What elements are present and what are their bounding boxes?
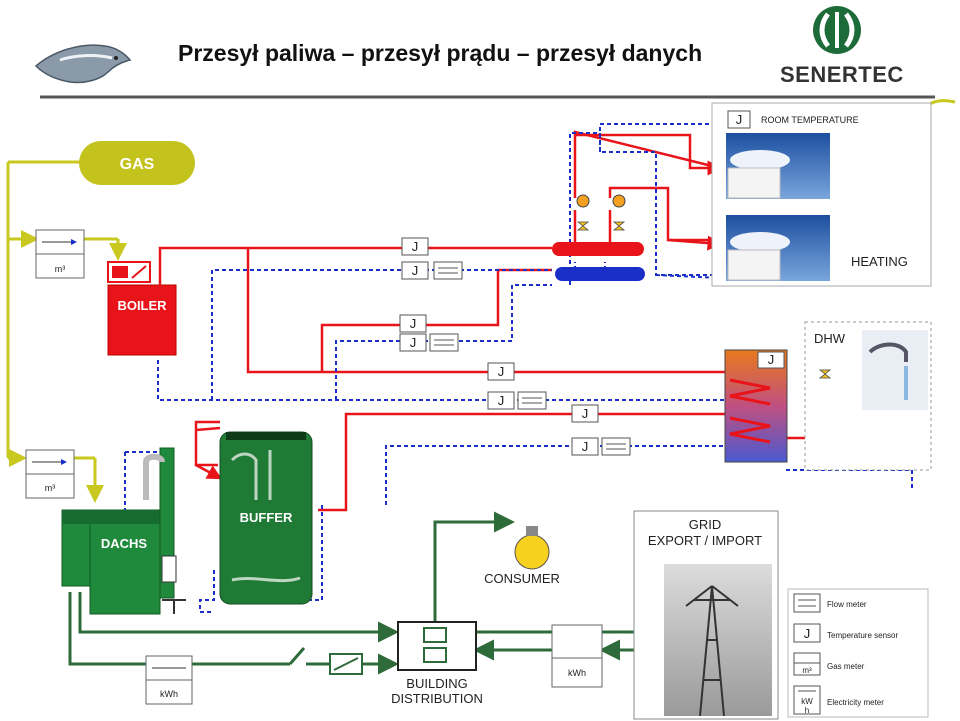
consumer-label: CONSUMER xyxy=(484,571,560,586)
page-title: Przesył paliwa – przesył prądu – przesył… xyxy=(178,40,702,66)
dachs-label: DACHS xyxy=(101,536,148,551)
temp-sensor: J xyxy=(571,437,599,456)
building-label: BUILDING xyxy=(406,676,467,691)
buffer-inlet-arrow xyxy=(195,463,223,480)
gas-meter-unit: m³ xyxy=(45,483,56,493)
svg-text:kW: kW xyxy=(801,697,813,706)
svg-text:J: J xyxy=(410,316,417,331)
gas-meter-unit: m³ xyxy=(55,264,66,274)
temp-sensor: J xyxy=(399,333,427,352)
svg-text:J: J xyxy=(804,626,811,641)
boiler: BOILER xyxy=(107,261,177,356)
svg-text:Electricity meter: Electricity meter xyxy=(827,698,884,707)
gas-meter-dachs: m³ xyxy=(25,449,75,499)
electricity-meter-grid: kWh xyxy=(551,624,603,688)
buffer-label: BUFFER xyxy=(240,510,293,525)
legend: Flow meter J Temperature sensor m³ Gas m… xyxy=(787,588,929,718)
flow-meter xyxy=(517,391,547,410)
flow-meter xyxy=(433,261,463,280)
grid-label: GRID xyxy=(689,517,722,532)
legend-gas-meter: m³ Gas meter xyxy=(793,652,865,676)
accent-swoosh xyxy=(929,99,956,106)
svg-text:h: h xyxy=(805,706,809,715)
temp-sensor: J xyxy=(487,391,515,410)
legend-temperature-sensor: J Temperature sensor xyxy=(793,623,898,643)
electricity-meter-dachs: kWh xyxy=(145,655,193,705)
temp-sensor: J xyxy=(571,404,599,423)
svg-text:J: J xyxy=(582,439,589,454)
flow-meters xyxy=(429,261,871,456)
svg-text:J: J xyxy=(412,239,419,254)
room-temperature-label: ROOM TEMPERATURE xyxy=(761,115,859,125)
temp-sensor: J xyxy=(487,362,515,381)
svg-text:Temperature sensor: Temperature sensor xyxy=(827,631,898,640)
switch-icon xyxy=(272,647,322,666)
svg-text:J: J xyxy=(410,335,417,350)
buffer-feed-line xyxy=(194,420,220,430)
svg-text:J: J xyxy=(582,406,589,421)
svg-text:Flow meter: Flow meter xyxy=(827,600,867,609)
temp-sensor: J xyxy=(399,314,427,333)
temp-sensor: J xyxy=(401,237,429,256)
tap-image xyxy=(862,330,928,410)
svg-text:J: J xyxy=(768,352,775,367)
svg-text:kWh: kWh xyxy=(160,689,178,699)
dhw-tank: J xyxy=(724,349,788,463)
svg-text:J: J xyxy=(412,263,419,278)
heating-distributor xyxy=(552,194,645,281)
legend-electricity-meter: kW h Electricity meter xyxy=(793,685,884,715)
room-temp-sensor: J xyxy=(736,112,743,127)
grid-panel: GRID EXPORT / IMPORT xyxy=(633,510,779,720)
gas-lines xyxy=(6,160,127,503)
dhw-label: DHW xyxy=(814,331,846,346)
svg-text:J: J xyxy=(498,393,505,408)
heating-panel: J ROOM TEMPERATURE HEATING xyxy=(711,102,932,287)
svg-text:J: J xyxy=(498,364,505,379)
svg-text:m³: m³ xyxy=(802,666,812,675)
legend-flow-meter: Flow meter xyxy=(793,593,867,613)
badger-logo xyxy=(34,44,132,84)
dhw-panel: DHW xyxy=(804,321,932,471)
buffer-tank: BUFFER xyxy=(219,431,313,605)
svg-text:Gas meter: Gas meter xyxy=(827,662,865,671)
svg-text:kWh: kWh xyxy=(568,668,586,678)
temp-sensor: J xyxy=(401,261,429,280)
distribution-label: DISTRIBUTION xyxy=(391,691,483,706)
flow-meter xyxy=(429,333,459,352)
gas-supply: GAS xyxy=(79,141,195,185)
gas-label: GAS xyxy=(120,156,155,173)
grid-export-label: EXPORT / IMPORT xyxy=(648,533,762,548)
heating-label: HEATING xyxy=(851,254,908,269)
gas-meter-boiler: m³ xyxy=(35,229,85,279)
transformer-icon xyxy=(329,653,363,675)
lightbulb-icon: CONSUMER xyxy=(484,526,560,586)
building-distribution: BUILDING DISTRIBUTION xyxy=(391,621,483,706)
flow-meter xyxy=(601,437,631,456)
senertec-wordmark: SENERTEC xyxy=(780,62,904,87)
flow-lines xyxy=(158,130,913,512)
dachs-unit: DACHS xyxy=(61,447,186,615)
boiler-label: BOILER xyxy=(117,298,167,313)
senertec-logo: SENERTEC xyxy=(780,6,904,87)
